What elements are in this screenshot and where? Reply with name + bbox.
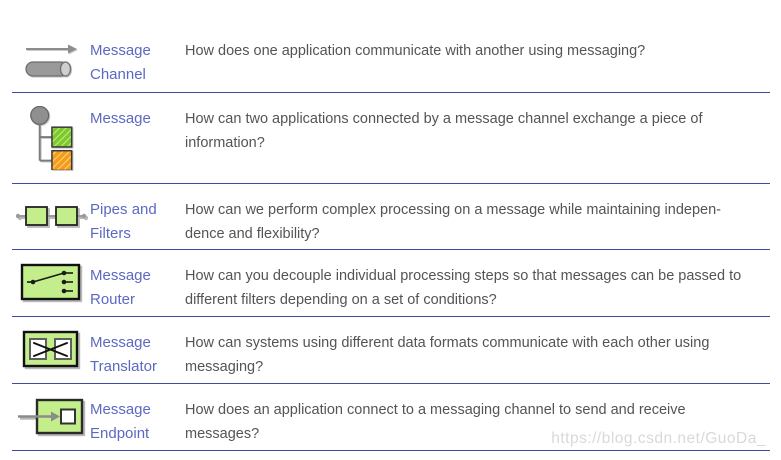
message-icon xyxy=(30,106,73,170)
pattern-link-pipes-and-filters[interactable]: Pipes and Filters xyxy=(90,201,157,242)
pattern-description: How can we perform complex processing on… xyxy=(185,202,721,242)
message-router-icon xyxy=(20,263,81,301)
pattern-description: How does one application communicate wit… xyxy=(185,43,646,59)
pipes-and-filters-icon xyxy=(15,205,87,226)
pattern-icon-cell xyxy=(12,184,90,249)
pattern-link-message-channel[interactable]: Message Channel xyxy=(90,42,151,83)
pattern-icon-cell xyxy=(12,317,90,383)
pattern-icon-cell xyxy=(12,25,90,92)
pattern-description: How can you decouple individual processi… xyxy=(185,268,742,308)
pattern-description: How does an application connect to a mes… xyxy=(185,402,686,442)
message-translator-icon xyxy=(22,330,79,368)
pattern-row-message: Message How can two applications connect… xyxy=(12,93,770,184)
pattern-link-message-router[interactable]: Message Router xyxy=(90,267,151,308)
pattern-row-message-router: Message Router How can you decouple indi… xyxy=(12,250,770,317)
pattern-row-pipes-and-filters: Pipes and Filters How can we perform com… xyxy=(12,184,770,250)
csdn-watermark: https://blog.csdn.net/GuoDa_ xyxy=(551,430,766,447)
pattern-icon-cell xyxy=(12,93,90,183)
pattern-row-message-endpoint: Message Endpoint How does an application… xyxy=(12,384,770,451)
pattern-link-message[interactable]: Message xyxy=(90,110,151,127)
pattern-icon-cell xyxy=(12,250,90,316)
pattern-link-message-endpoint[interactable]: Message Endpoint xyxy=(90,401,151,442)
patterns-table: Message Channel How does one application… xyxy=(12,25,770,451)
pattern-description: How can two applications connected by a … xyxy=(185,111,703,151)
message-endpoint-icon xyxy=(18,398,84,435)
pattern-link-message-translator[interactable]: Message Translator xyxy=(90,334,157,375)
pattern-icon-cell xyxy=(12,384,90,450)
pattern-description: How can systems using different data for… xyxy=(185,335,710,375)
pattern-row-message-translator: Message Translator How can systems using… xyxy=(12,317,770,384)
pattern-row-message-channel: Message Channel How does one application… xyxy=(12,25,770,93)
message-channel-icon xyxy=(25,44,77,77)
